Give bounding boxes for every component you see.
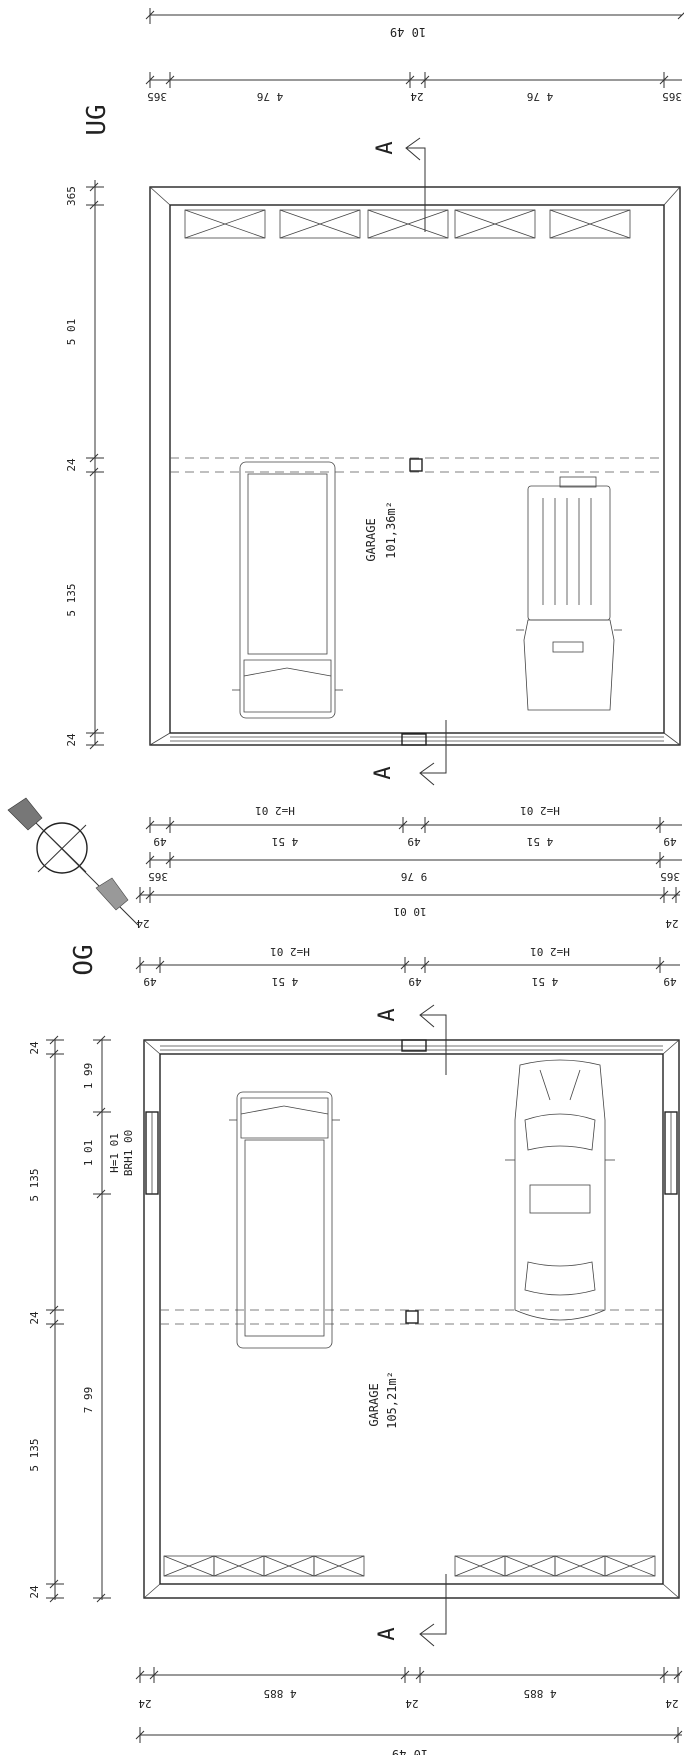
og-room-label: GARAGE 105,21m²: [367, 1371, 399, 1429]
ug-van: [232, 461, 343, 719]
svg-text:A: A: [371, 766, 396, 779]
ug-dim-top-total: 10 49: [390, 25, 426, 39]
ug-dim-bottom2-1: 365: [148, 870, 168, 883]
og-dim-left-2: 5 135: [28, 1168, 41, 1201]
og-dim-bottom-seg-4: 4 885: [523, 1687, 556, 1700]
og-dim-bottom-seg-2: 4 885: [263, 1687, 296, 1700]
ug-dim-top-seg-4: 4 76: [527, 90, 554, 103]
ug-dim-bottom2-2: 9 76: [401, 870, 428, 883]
svg-text:A: A: [373, 141, 398, 154]
og-dim-top-seg-4: 4 51: [532, 975, 559, 988]
ug-dim-top-seg-1: 365: [147, 90, 167, 103]
og-sedan: [505, 1059, 615, 1321]
ug-dim-top-seg-3: 24: [410, 90, 424, 103]
og-dim-top-h-2: H=2 01: [530, 945, 570, 958]
svg-text:101,36m²: 101,36m²: [384, 501, 398, 559]
ug-dim-bottom-h-1: H=2 01: [255, 804, 295, 817]
og-plan: 24 10 01 24 H=2 01 H=2 01 49 4 51 49 4 5…: [28, 887, 683, 1755]
og-dim-bottom-total: 10 49: [392, 1747, 428, 1755]
og-dim-top-seg-2: 4 51: [272, 975, 299, 988]
og-dim-top-edge-2: 24: [665, 917, 679, 930]
og-dim-top-h-1: H=2 01: [270, 945, 310, 958]
og-light-wells: [163, 1555, 656, 1577]
og-window-height-label: H=1 01: [108, 1133, 121, 1173]
ug-dim-top-seg-2: 4 76: [257, 90, 284, 103]
ug-dim-bottom-h-2: H=2 01: [520, 804, 560, 817]
og-dim-inner-1: 1 99: [82, 1063, 95, 1090]
svg-text:A: A: [375, 1627, 400, 1640]
og-section-marker-top: A: [375, 1004, 447, 1075]
ug-dim-bottom2-3: 365: [660, 870, 680, 883]
og-level-label: OG: [69, 944, 99, 975]
ug-dim-left-5: 24: [65, 733, 78, 747]
og-dim-top-total: 10 01: [393, 905, 426, 918]
og-dim-top-edge-1: 24: [136, 917, 150, 930]
ug-dim-bottom-seg-3: 49: [407, 835, 420, 848]
og-van: [229, 1091, 340, 1349]
og-dim-left-4: 5 135: [28, 1438, 41, 1471]
north-arrow-icon: [7, 797, 139, 926]
ug-level-label: UG: [82, 104, 112, 135]
ug-dim-bottom-seg-5: 49: [663, 835, 676, 848]
og-dim-bottom-seg-1: 24: [138, 1697, 152, 1710]
ug-plan: 10 49 365 4 76 24 4 76 365 UG 365 5 01: [65, 8, 684, 883]
ug-suv: [516, 476, 622, 711]
og-dim-top-seg-5: 49: [663, 975, 676, 988]
ug-room-label: GARAGE 101,36m²: [364, 501, 398, 562]
ug-section-marker-top: A: [373, 137, 426, 232]
ug-dim-bottom-seg-4: 4 51: [527, 835, 554, 848]
og-dim-bottom-seg-5: 24: [665, 1697, 679, 1710]
svg-text:GARAGE: GARAGE: [364, 518, 378, 561]
ug-dim-bottom-seg-1: 49: [153, 835, 166, 848]
og-dim-inner-3: 7 99: [82, 1387, 95, 1414]
og-dim-bottom-seg-3: 24: [405, 1697, 419, 1710]
og-section-marker-bottom: A: [375, 1574, 447, 1647]
og-dim-left-5: 24: [28, 1585, 41, 1599]
ug-dim-left-2: 5 01: [65, 319, 78, 346]
og-window-sill-label: BRH1 00: [122, 1130, 135, 1176]
svg-text:A: A: [375, 1008, 400, 1021]
og-dim-top-seg-1: 49: [143, 975, 156, 988]
og-dim-left-1: 24: [28, 1041, 41, 1055]
ug-dim-left-1: 365: [65, 186, 78, 206]
svg-text:105,21m²: 105,21m²: [385, 1371, 399, 1429]
ug-section-marker-bottom: A: [371, 720, 447, 786]
svg-text:GARAGE: GARAGE: [367, 1383, 381, 1426]
ug-dim-top-seg-5: 365: [662, 90, 682, 103]
og-dim-top-seg-3: 49: [408, 975, 421, 988]
ug-dim-bottom-seg-2: 4 51: [272, 835, 299, 848]
og-dim-left-3: 24: [28, 1311, 41, 1325]
ug-dim-left-3: 24: [65, 458, 78, 472]
ug-dim-left-4: 5 135: [65, 583, 78, 616]
ug-light-wells: [184, 209, 631, 239]
og-dim-inner-2: 1 01: [82, 1140, 95, 1167]
